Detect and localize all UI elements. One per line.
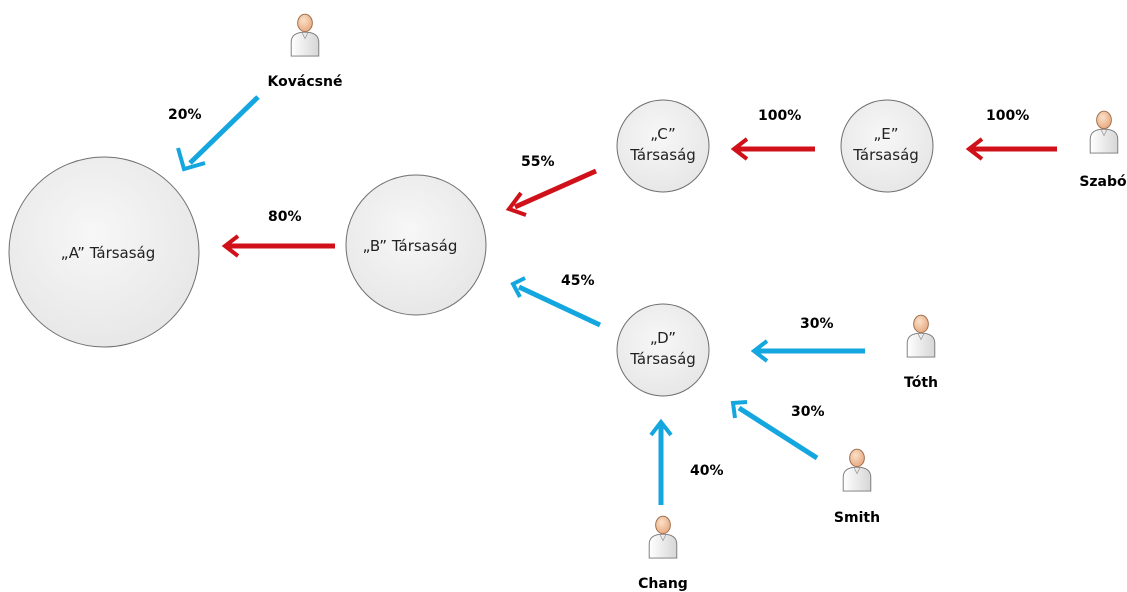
company-a-circle — [8, 156, 200, 348]
person-name-smith: Smith — [834, 510, 880, 526]
company-a-label: „A” Társaság — [61, 244, 156, 262]
company-c: „C” Társaság — [616, 99, 710, 193]
pct-chang-d: 40% — [690, 463, 724, 479]
arrow-toth-to-d — [750, 339, 865, 363]
pct-c-b: 55% — [521, 154, 555, 170]
ownership-labels: 20% 80% 55% 45% 100% 100% 30% 30% 40% — [168, 107, 1029, 479]
company-a: „A” Társaság — [8, 156, 200, 348]
person-icon — [290, 13, 320, 57]
person-icon — [906, 314, 936, 358]
company-c-label-line2: Társaság — [629, 146, 696, 164]
person-smith: Smith — [834, 448, 880, 526]
company-d-label-line2: Társaság — [629, 350, 696, 368]
pct-smith-d: 30% — [791, 404, 825, 420]
arrow-b-to-a — [221, 234, 335, 258]
person-toth: Tóth — [904, 314, 938, 391]
company-c-circle — [616, 99, 710, 193]
person-name-chang: Chang — [638, 576, 688, 592]
company-e: „E” Társaság — [840, 99, 934, 193]
arrows — [176, 95, 1057, 505]
arrow-d-to-b — [510, 276, 602, 328]
pct-b-a: 80% — [268, 209, 302, 225]
arrow-chang-to-d — [649, 418, 673, 505]
person-szabo: Szabó — [1079, 110, 1127, 190]
company-d-label-line1: „D” — [650, 329, 676, 347]
pct-szabo-e: 100% — [986, 108, 1029, 124]
company-b: „B” Társaság — [345, 174, 487, 316]
company-d-circle — [616, 303, 710, 397]
arrow-smith-to-d — [730, 400, 819, 461]
company-b-circle — [345, 174, 487, 316]
person-name-toth: Tóth — [904, 375, 938, 391]
company-c-label-line1: „C” — [650, 125, 675, 143]
pct-kovacsne-a: 20% — [168, 107, 202, 123]
pct-toth-d: 30% — [800, 316, 834, 332]
person-icon — [1089, 110, 1119, 154]
company-d: „D” Társaság — [616, 303, 710, 397]
person-icon — [648, 515, 678, 559]
company-e-label-line2: Társaság — [852, 146, 919, 164]
company-e-circle — [840, 99, 934, 193]
arrow-szabo-to-e — [965, 137, 1057, 161]
person-name-kovacsne: Kovácsné — [268, 74, 343, 90]
arrow-e-to-c — [730, 137, 815, 161]
person-chang: Chang — [638, 515, 688, 592]
company-b-label: „B” Társaság — [363, 237, 458, 255]
arrow-kovacsne-to-a — [176, 95, 260, 172]
arrow-c-to-b — [505, 168, 598, 217]
person-icon — [842, 448, 872, 492]
pct-e-c: 100% — [758, 108, 801, 124]
pct-d-b: 45% — [561, 273, 595, 289]
person-name-szabo: Szabó — [1079, 174, 1127, 190]
person-kovacsne: Kovácsné — [268, 13, 343, 90]
company-e-label-line1: „E” — [873, 125, 898, 143]
